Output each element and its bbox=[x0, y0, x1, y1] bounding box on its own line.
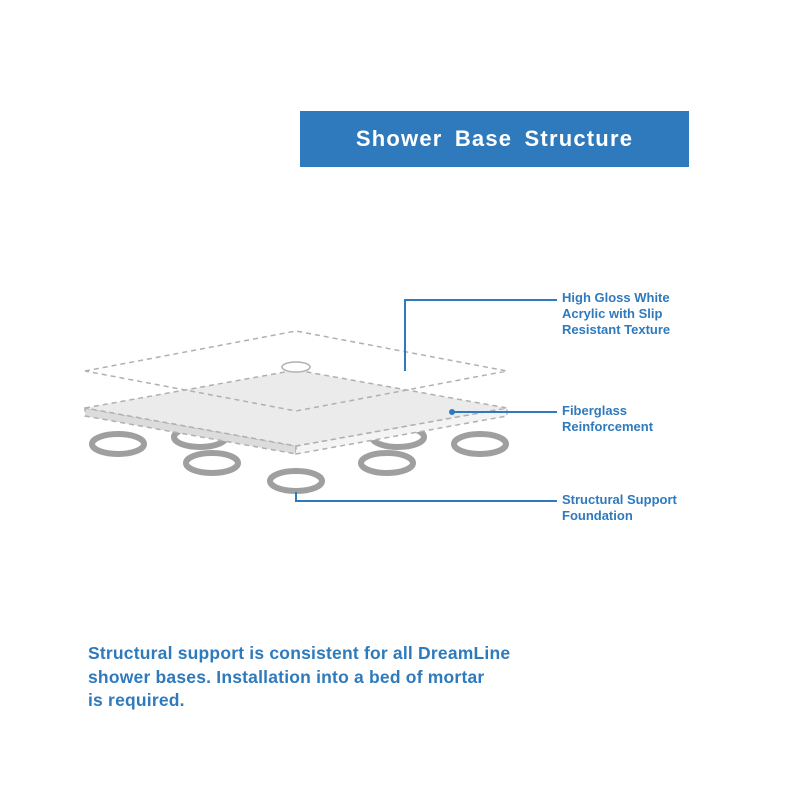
support-connector-line bbox=[295, 492, 557, 502]
footer-note-line: Structural support is consistent for all… bbox=[88, 643, 511, 663]
banner-title: Shower Base Structure bbox=[355, 126, 634, 151]
support-label-line: Structural Support bbox=[562, 492, 677, 507]
footer-note-line: shower bases. Installation into a bed of… bbox=[88, 666, 485, 687]
support-ring bbox=[183, 450, 241, 476]
fiberglass-connector-dot bbox=[449, 409, 455, 415]
footer-note: Structural support is consistent for all… bbox=[88, 642, 510, 713]
slab-top-face bbox=[84, 369, 508, 447]
fiberglass-label-line: Reinforcement bbox=[562, 419, 654, 434]
support-ring bbox=[451, 431, 509, 457]
callout-connectors bbox=[295, 299, 557, 502]
acrylic-layer bbox=[84, 330, 508, 412]
slab-right-side bbox=[295, 407, 508, 455]
acrylic-label: High Gloss White Acrylic with Slip Resis… bbox=[562, 290, 670, 338]
fiberglass-slab bbox=[84, 369, 508, 455]
slab-left-side bbox=[84, 407, 297, 455]
footer-note-line: is required. bbox=[88, 690, 185, 710]
acrylic-label-line: Acrylic with Slip bbox=[562, 306, 663, 321]
acrylic-label-line: High Gloss White bbox=[562, 290, 670, 305]
support-ring bbox=[89, 431, 147, 457]
acrylic-outline bbox=[84, 330, 508, 412]
fiberglass-label-line: Fiberglass bbox=[562, 403, 628, 418]
acrylic-label-line: Resistant Texture bbox=[562, 322, 671, 337]
support-rings bbox=[89, 424, 509, 494]
support-ring bbox=[267, 468, 325, 494]
acrylic-connector-line bbox=[404, 299, 557, 371]
support-ring bbox=[358, 450, 416, 476]
drain-ellipse bbox=[281, 361, 311, 373]
support-label-line: Foundation bbox=[562, 508, 633, 523]
support-label: Structural Support Foundation bbox=[562, 492, 677, 524]
fiberglass-label: Fiberglass Reinforcement bbox=[562, 403, 653, 435]
title-banner: Shower Base Structure bbox=[300, 111, 689, 167]
